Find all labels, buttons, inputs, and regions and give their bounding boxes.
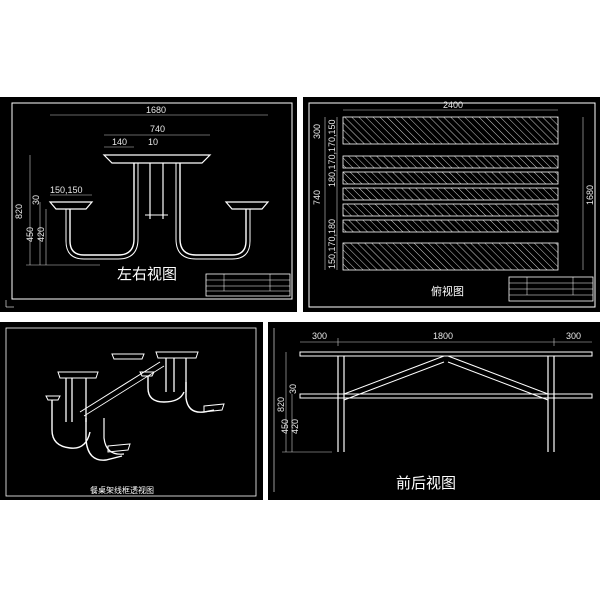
- dim-300: 300: [312, 123, 322, 139]
- dim-front-450: 450: [280, 418, 290, 434]
- front-view-title: 前后视图: [396, 474, 457, 492]
- dim-front-height-820: 820: [276, 396, 286, 412]
- side-view-drawing: [5, 102, 293, 308]
- dim-740: 740: [312, 189, 322, 205]
- top-view-title: 俯视图: [431, 285, 464, 298]
- dim-140: 140: [112, 137, 128, 147]
- front-view-drawing: [273, 328, 593, 492]
- top-view-panel: 2400 1680 300 180,170,170,150 740 150,17…: [303, 97, 600, 312]
- dim-left-seq-bottom: 150,170,180: [327, 218, 337, 269]
- dim-front-30: 30: [288, 383, 298, 394]
- dim-front-420: 420: [290, 418, 300, 434]
- dim-420: 420: [36, 226, 46, 242]
- dim-10: 10: [148, 137, 159, 147]
- side-view-title: 左右视图: [117, 265, 178, 283]
- dim-height-820: 820: [14, 203, 24, 219]
- dim-seat-width: 150,150: [50, 185, 83, 195]
- dim-center-span: 1800: [433, 331, 454, 341]
- dim-30: 30: [31, 194, 41, 205]
- dim-left-overhang: 300: [312, 331, 328, 341]
- wireframe-drawing: [5, 327, 257, 497]
- dim-right-overhang: 300: [566, 331, 582, 341]
- dim-total-length: 2400: [443, 100, 464, 110]
- dim-total-depth: 1680: [585, 184, 595, 205]
- side-view-panel: 1680 740 140 10 150,150 820 30 450 420 左…: [0, 97, 297, 312]
- top-view-drawing: [308, 102, 596, 308]
- dim-total-width: 1680: [146, 105, 167, 115]
- wireframe-title: 餐桌架线框透视图: [90, 486, 154, 495]
- front-view-panel: 300 1800 300 820 30 450 420 前后视图: [268, 322, 600, 500]
- dim-top-width: 740: [150, 124, 166, 134]
- dim-450: 450: [25, 226, 35, 242]
- dim-left-seq-top: 180,170,170,150: [327, 119, 337, 187]
- wireframe-panel: 餐桌架线框透视图: [0, 322, 263, 500]
